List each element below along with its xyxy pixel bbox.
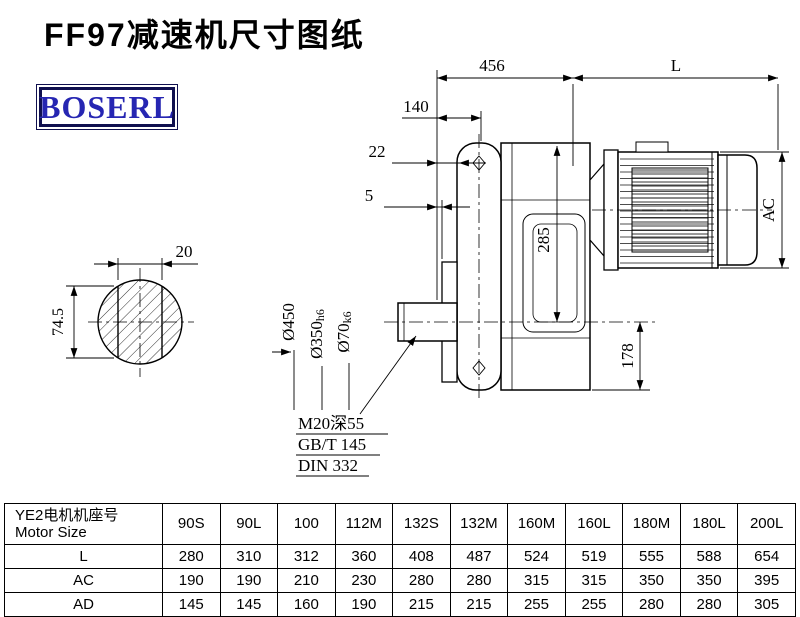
housing-outline: [500, 142, 591, 391]
column-header: 160M: [507, 503, 566, 545]
motor-size-header: YE2电机机座号 Motor Size: [4, 503, 163, 545]
table-cell: 524: [507, 544, 566, 569]
table-header-row: YE2电机机座号 Motor Size 90S 90L 100 112M 132…: [4, 503, 796, 545]
dim-285-label: 285: [534, 227, 553, 253]
brand-logo: BOSERL: [36, 84, 178, 130]
table-cell: 280: [162, 544, 221, 569]
dimension-drawing: 456 L 140 22 5 285 178 AC 20: [50, 56, 789, 477]
column-header: 132M: [449, 503, 509, 545]
dim-456-label: 456: [479, 56, 505, 75]
dia-350-label: Ø350h6: [307, 309, 327, 359]
table-cell: 555: [622, 544, 681, 569]
table-cell: 315: [507, 568, 566, 593]
motor-size-header-en: Motor Size: [15, 524, 87, 541]
dia-350-fit: h6: [313, 309, 327, 321]
table-cell: 519: [564, 544, 624, 569]
table-cell: 160: [277, 592, 336, 617]
table-cell: 408: [392, 544, 451, 569]
column-header: 180M: [622, 503, 681, 545]
table-cell: 654: [737, 544, 796, 569]
table-cell: 145: [162, 592, 221, 617]
shaft-section-circle: [97, 279, 183, 365]
tap-hole-leader: [359, 335, 417, 415]
dia-70-label: Ø70k6: [334, 311, 354, 352]
table-cell: 315: [564, 568, 624, 593]
dia-450-label: Ø450: [279, 303, 298, 341]
column-header: 160L: [564, 503, 624, 545]
spec-table: YE2电机机座号 Motor Size 90S 90L 100 112M 132…: [4, 503, 796, 617]
dimensions: 456 L 140 22 5 285 178 AC 20: [50, 56, 789, 477]
column-header: 200L: [737, 503, 796, 545]
brand-logo-frame: BOSERL: [39, 87, 175, 127]
dim-5-label: 5: [365, 186, 374, 205]
table-cell: 360: [334, 544, 394, 569]
table-cell: 280: [679, 592, 739, 617]
table-cell: 395: [737, 568, 796, 593]
table-cell: 310: [219, 544, 279, 569]
page-title: FF97减速机尺寸图纸: [44, 17, 365, 53]
row-label: L: [4, 544, 163, 569]
table-cell: 255: [507, 592, 566, 617]
dim-745-label: 74.5: [50, 308, 67, 336]
column-header: 132S: [392, 503, 451, 545]
row-label: AD: [4, 592, 163, 617]
output-flange: [441, 134, 502, 399]
table-cell: 145: [219, 592, 279, 617]
gearbox-housing: [500, 142, 591, 391]
table-cell: 255: [564, 592, 624, 617]
table-cell: 350: [622, 568, 681, 593]
table-cell: 280: [392, 568, 451, 593]
column-header: 90S: [162, 503, 221, 545]
dim-140-label: 140: [403, 97, 429, 116]
table-cell: 210: [277, 568, 336, 593]
table-cell: 588: [679, 544, 739, 569]
motor-terminal-box: [635, 141, 669, 153]
table-cell: 215: [392, 592, 451, 617]
standard-din-label: DIN 332: [298, 456, 358, 475]
table-cell: 312: [277, 544, 336, 569]
table-row: AD 145 145 160 190 215 215 255 255 280 2…: [4, 592, 796, 617]
bolt-hole-mark-bottom: [472, 360, 486, 376]
table-cell: 190: [219, 568, 279, 593]
table-cell: 487: [449, 544, 509, 569]
column-header: 180L: [679, 503, 739, 545]
table-cell: 305: [737, 592, 796, 617]
brand-logo-text: BOSERL: [39, 89, 175, 125]
dim-178-label: 178: [618, 343, 637, 369]
standard-gb-label: GB/T 145: [298, 435, 366, 454]
dia-70-value: Ø70: [334, 323, 353, 352]
table-cell: 350: [679, 568, 739, 593]
table-cell: 280: [622, 592, 681, 617]
row-label: AC: [4, 568, 163, 593]
dim-22-label: 22: [369, 142, 386, 161]
table-cell: 190: [162, 568, 221, 593]
dia-350-value: Ø350: [307, 321, 326, 359]
motor-size-header-cn: YE2电机机座号: [15, 506, 119, 524]
motor: [589, 141, 772, 271]
shaft-section-view: [88, 268, 194, 377]
column-header: 112M: [334, 503, 394, 545]
table-cell: 190: [334, 592, 394, 617]
dim-AC-label: AC: [759, 198, 778, 222]
column-header: 100: [277, 503, 336, 545]
column-header: 90L: [219, 503, 279, 545]
table-cell: 280: [449, 568, 509, 593]
tap-hole-label: M20深55: [298, 414, 364, 433]
dim-L-label: L: [671, 56, 681, 75]
table-row: AC 190 190 210 230 280 280 315 315 350 3…: [4, 568, 796, 593]
table-cell: 230: [334, 568, 394, 593]
table-row: L 280 310 312 360 408 487 524 519 555 58…: [4, 544, 796, 569]
dim-20-label: 20: [176, 242, 193, 261]
dia-70-fit: k6: [340, 311, 354, 323]
table-cell: 215: [449, 592, 509, 617]
